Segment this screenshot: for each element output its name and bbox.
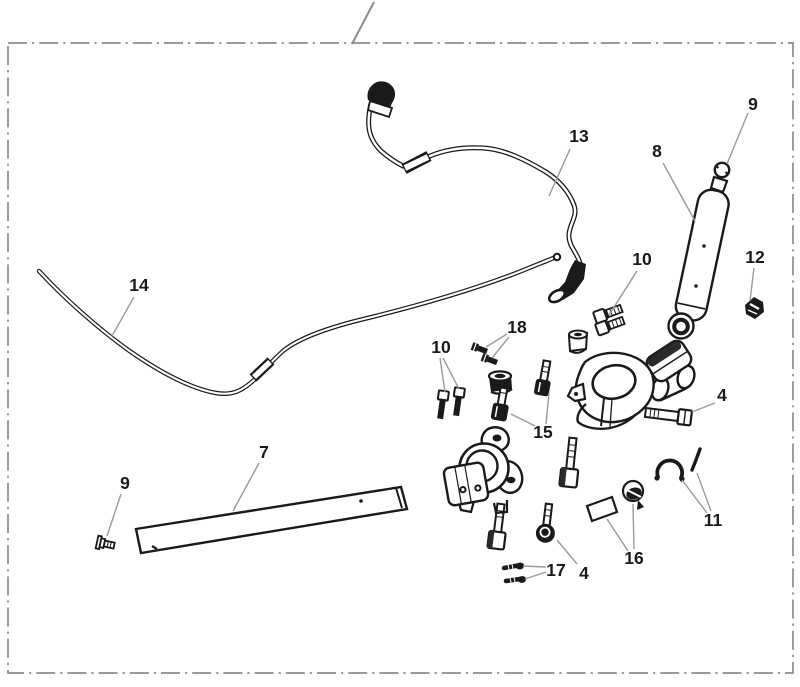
leader-lines	[106, 112, 755, 580]
leader-line	[439, 357, 446, 393]
part-clamp-bolt-15-right	[534, 359, 552, 397]
leader-line	[491, 336, 510, 359]
part-screw-pair-17	[501, 562, 527, 584]
part-clip-12	[745, 297, 764, 319]
callout-label-17[interactable]: 17	[546, 560, 565, 580]
leader-line	[510, 413, 536, 427]
leader-line	[548, 148, 571, 197]
frame-reference-line	[351, 1, 375, 45]
part-cable-14	[36, 252, 562, 396]
part-clamp-bracket-left	[442, 426, 524, 515]
part-bolt-pair-10-lower	[436, 386, 466, 420]
callout-label-8[interactable]: 8	[652, 141, 662, 161]
part-plate-16	[585, 495, 619, 523]
callout-label-15[interactable]: 15	[533, 422, 553, 442]
leader-line	[749, 267, 755, 302]
part-handlebar-7	[134, 485, 409, 555]
part-flat-screw-9	[94, 534, 116, 551]
leader-line	[606, 518, 629, 552]
leader-line	[485, 333, 508, 348]
part-screw-pair-18	[470, 342, 498, 366]
cable-end-cap	[552, 252, 562, 262]
part-pin-11	[690, 447, 702, 472]
leader-line	[524, 571, 547, 580]
leader-line	[696, 472, 712, 512]
callout-label-7[interactable]: 7	[259, 442, 269, 462]
callout-label-13[interactable]: 13	[569, 126, 589, 146]
leader-line	[106, 493, 122, 537]
callout-label-4-right[interactable]: 4	[717, 385, 727, 405]
part-ball-stud-9	[709, 161, 731, 194]
part-spacer-right	[567, 329, 589, 354]
part-hex-bolt-4-right	[643, 406, 693, 427]
leader-line	[691, 402, 716, 413]
callout-label-14[interactable]: 14	[129, 275, 149, 295]
callout-label-10-left[interactable]: 10	[431, 337, 451, 357]
leader-line	[681, 479, 708, 514]
part-socket-bolt-4-bottom	[535, 502, 555, 543]
part-bolt-pair-10-upper	[592, 303, 626, 337]
leader-line	[632, 503, 635, 550]
leader-line	[111, 296, 135, 337]
leader-line	[522, 565, 547, 568]
leader-line	[556, 539, 578, 565]
diagram-frame-border	[7, 42, 794, 674]
part-round-screw-16	[621, 479, 645, 510]
part-clamp-bolt-15-left	[490, 386, 509, 422]
callout-labels: 9 13 8 12 10 14 18 10 4 15 7 9 11 16 17 …	[120, 94, 765, 583]
callout-label-12[interactable]: 12	[745, 247, 765, 267]
part-steering-damper-8	[667, 188, 730, 340]
callout-label-9-top[interactable]: 9	[748, 94, 758, 114]
leader-line	[726, 112, 749, 165]
part-mid-bolt	[486, 502, 507, 551]
callout-label-10-right[interactable]: 10	[632, 249, 652, 269]
callout-label-4-bottom[interactable]: 4	[579, 563, 589, 583]
callout-label-11[interactable]: 11	[704, 510, 723, 530]
hose-top-banjo-fitting	[367, 81, 396, 108]
leader-line	[232, 462, 260, 512]
callout-label-18[interactable]: 18	[507, 317, 527, 337]
part-clamp-bracket-right	[566, 339, 696, 430]
callout-label-9-bottom[interactable]: 9	[120, 473, 130, 493]
leader-line	[442, 357, 460, 390]
leader-line	[662, 162, 696, 222]
leader-line	[608, 270, 638, 316]
callout-label-16[interactable]: 16	[624, 548, 644, 568]
part-brake-hose-13	[366, 81, 586, 304]
leader-line	[545, 392, 550, 425]
part-long-bolt	[558, 436, 580, 489]
part-circlip-11	[654, 447, 702, 482]
